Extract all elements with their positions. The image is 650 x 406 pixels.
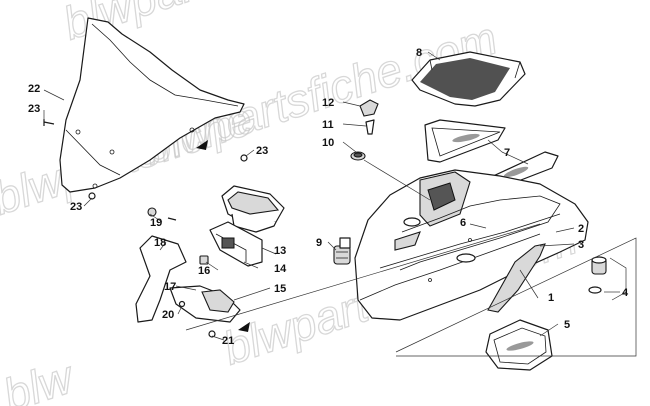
callout-1: 1 bbox=[548, 292, 554, 304]
callout-19: 19 bbox=[150, 217, 162, 229]
windshield-screws bbox=[43, 119, 248, 200]
watermark-corner: blw bbox=[0, 350, 81, 406]
mesh-tray-part bbox=[411, 51, 526, 107]
callout-2: 2 bbox=[578, 223, 584, 235]
callout-23-bottom: 23 bbox=[70, 201, 82, 213]
side-trim-part bbox=[487, 243, 546, 313]
callout-5: 5 bbox=[564, 319, 570, 331]
callout-9: 9 bbox=[316, 237, 322, 249]
callout-18: 18 bbox=[154, 237, 166, 249]
bottom-pad-part bbox=[485, 319, 553, 371]
leader-lines bbox=[43, 51, 620, 341]
callout-7: 7 bbox=[504, 147, 510, 159]
callout-21: 21 bbox=[222, 335, 234, 347]
callout-4: 4 bbox=[622, 287, 629, 299]
callout-12: 12 bbox=[322, 97, 334, 109]
switch-part bbox=[333, 237, 351, 265]
gauge-pod-part bbox=[221, 185, 285, 233]
gauge-bracket-part bbox=[209, 221, 263, 267]
callout-14: 14 bbox=[274, 263, 287, 275]
callout-10: 10 bbox=[322, 137, 334, 149]
callout-22: 22 bbox=[28, 83, 40, 95]
callout-23-left: 23 bbox=[28, 103, 40, 115]
reference-frames bbox=[185, 223, 637, 357]
mount-bracket-part bbox=[135, 235, 250, 332]
lens-cover-upper bbox=[424, 119, 506, 163]
callout-17: 17 bbox=[164, 281, 176, 293]
windshield-part bbox=[59, 17, 245, 193]
callouts: 1 2 3 4 5 6 7 8 9 10 11 12 13 14 15 16 1… bbox=[28, 47, 629, 347]
callout-13: 13 bbox=[274, 245, 286, 257]
callout-3: 3 bbox=[578, 239, 584, 251]
callout-8: 8 bbox=[416, 47, 422, 59]
callout-15: 15 bbox=[274, 283, 286, 295]
callout-11: 11 bbox=[322, 119, 334, 131]
small-hardware bbox=[147, 207, 216, 338]
callout-16: 16 bbox=[198, 265, 210, 277]
callout-23-right: 23 bbox=[256, 145, 268, 157]
callout-6: 6 bbox=[460, 217, 466, 229]
plug-part bbox=[588, 256, 607, 294]
switch-hardware bbox=[350, 99, 379, 161]
callout-20: 20 bbox=[162, 309, 174, 321]
hood-part bbox=[354, 169, 589, 321]
